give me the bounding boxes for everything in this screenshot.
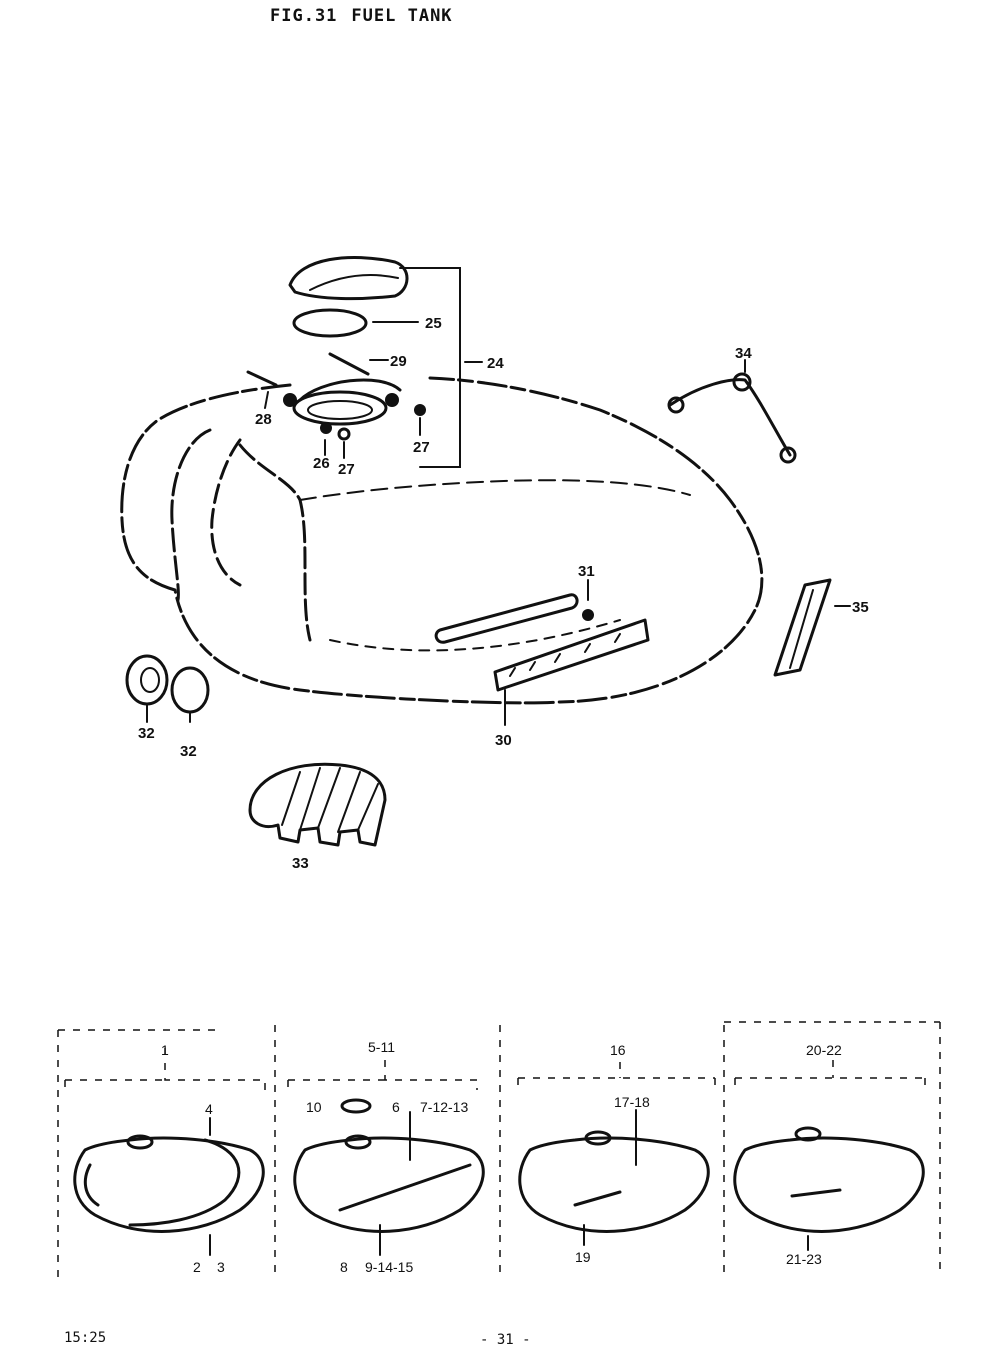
variant-4: 20-22 21-23 [733, 1042, 926, 1267]
callout-34: 34 [735, 345, 752, 362]
part-33-knee-grip [248, 762, 387, 847]
variant-3-bottom: 19 [575, 1249, 591, 1265]
part-34-bracket [667, 359, 797, 464]
variants-row: 4 1 2 3 5-11 10 6 7-12-13 8 9-14-15 [57, 1021, 941, 1280]
variant-1-bottom-left: 2 [193, 1259, 201, 1275]
callout-26: 26 [313, 455, 330, 472]
variant-2-bottom-left: 8 [340, 1259, 348, 1275]
filler-cap-assembly [246, 256, 483, 468]
part-32-cushions [125, 654, 210, 723]
callout-29: 29 [390, 353, 407, 370]
variant-3: 16 17-18 19 [517, 1042, 716, 1265]
callout-31: 31 [578, 563, 595, 580]
variant-1-bottom-right: 3 [217, 1259, 225, 1275]
callout-28: 28 [255, 411, 272, 428]
fuel-tank-drawing [120, 376, 764, 705]
variant-2: 5-11 10 6 7-12-13 8 9-14-15 [287, 1039, 485, 1275]
callout-24: 24 [487, 355, 504, 372]
variant-4-top: 20-22 [806, 1042, 842, 1058]
variant-1-mid: 4 [205, 1101, 213, 1117]
page-number: - 31 - [480, 1332, 531, 1348]
variant-1: 4 1 2 3 [64, 1042, 266, 1275]
figure-caption: FUEL TANK [351, 6, 453, 26]
callout-27-right: 27 [413, 439, 430, 456]
callout-33: 33 [292, 855, 309, 872]
variant-2-mid-left: 10 [306, 1099, 322, 1115]
variant-2-top: 5-11 [368, 1039, 395, 1055]
callout-27-left: 27 [338, 461, 355, 478]
variant-4-bottom: 21-23 [786, 1251, 822, 1267]
part-35-strap [773, 578, 851, 677]
variant-2-bottom-right: 9-14-15 [365, 1259, 413, 1275]
variant-3-top: 16 [610, 1042, 626, 1058]
variant-2-mid-a: 6 [392, 1099, 400, 1115]
variant-2-mid-b: 7-12-13 [420, 1099, 468, 1115]
figure-number: FIG.31 [270, 6, 338, 26]
variant-3-mid: 17-18 [614, 1094, 650, 1110]
callout-32-right: 32 [180, 743, 197, 760]
callout-32-left: 32 [138, 725, 155, 742]
figure-title: FIG.31 FUEL TANK [270, 6, 467, 26]
callout-25: 25 [425, 315, 442, 332]
variant-1-top: 1 [161, 1042, 169, 1058]
footer-code: 15:25 [64, 1330, 107, 1346]
callout-30: 30 [495, 732, 512, 749]
callout-35: 35 [852, 599, 869, 616]
